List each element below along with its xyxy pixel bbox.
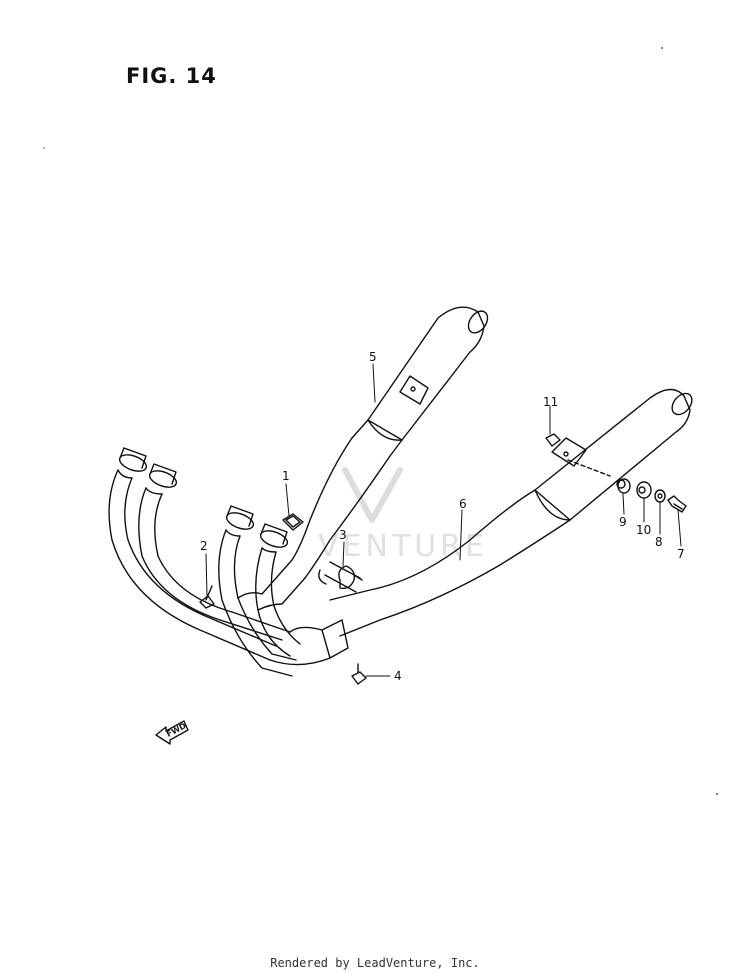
part-label-10: 10 — [636, 523, 651, 537]
part-label-7: 7 — [677, 547, 685, 561]
part-label-3: 3 — [339, 528, 347, 542]
washer-part-8[interactable] — [654, 489, 666, 503]
upper-connecting-pipe — [291, 437, 391, 579]
part-label-6: 6 — [459, 497, 467, 511]
exhaust-header-pipes — [108, 469, 361, 677]
scan-specks — [43, 47, 718, 795]
part-label-8: 8 — [655, 535, 663, 549]
exhaust-port-flanges — [117, 447, 289, 553]
part-label-4: 4 — [394, 669, 402, 683]
clamp-part[interactable] — [318, 565, 363, 590]
rubber-part-10[interactable] — [636, 481, 652, 499]
watermark: VENTURE — [318, 467, 488, 564]
gasket-part[interactable] — [282, 513, 304, 531]
part-label-5: 5 — [369, 350, 377, 364]
leader-lines — [205, 363, 682, 677]
muffler-lower[interactable] — [534, 388, 696, 521]
forward-direction-arrow: FWD — [155, 720, 189, 745]
bolt-part-4[interactable] — [351, 663, 367, 685]
figure-title: FIG. 14 — [126, 64, 217, 88]
bolt-part-7[interactable] — [667, 495, 687, 513]
part-labels: 1 2 3 4 5 6 7 8 9 10 11 — [200, 350, 685, 683]
footer-credit: Rendered by LeadVenture, Inc. — [270, 956, 480, 970]
watermark-text: VENTURE — [318, 529, 488, 564]
bushing-part-9[interactable] — [616, 478, 631, 494]
mounting-hardware — [567, 459, 687, 513]
part-label-9: 9 — [619, 515, 627, 529]
part-label-1: 1 — [282, 469, 290, 483]
nut-part-11[interactable] — [545, 433, 561, 447]
muffler-upper[interactable] — [351, 306, 491, 457]
part-label-11: 11 — [543, 395, 558, 409]
lower-connecting-pipe — [321, 489, 571, 659]
part-label-2: 2 — [200, 539, 208, 553]
stud-bolt-part[interactable] — [199, 585, 215, 609]
